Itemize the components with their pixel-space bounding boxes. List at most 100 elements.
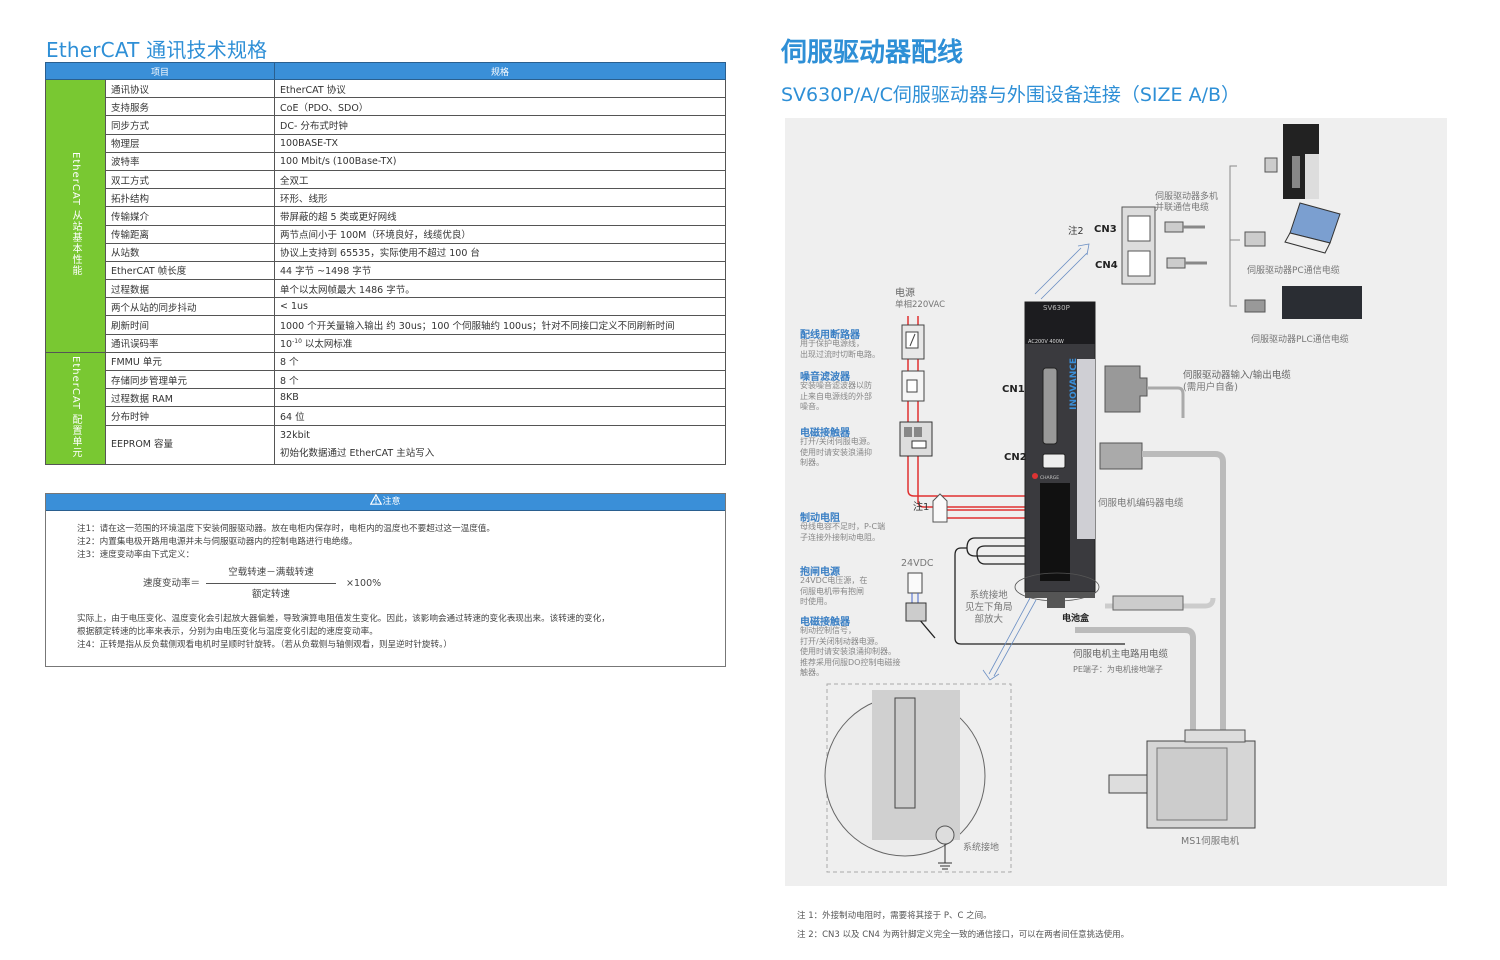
drive-model: SV630P xyxy=(1043,304,1070,312)
contactor-desc: 打开/关闭伺服电源。 使用时请安装浪涌抑 制器。 xyxy=(800,437,875,467)
contactor-title: 电磁接触器 xyxy=(800,428,850,439)
cn2-label: CN2 xyxy=(1004,452,1027,463)
note-4: 注4：正转是指从反负载侧观看电机时呈顺时针旋转。（若从负载侧与轴侧观看，则呈逆时… xyxy=(77,640,452,650)
formula-denominator: 额定转速 xyxy=(252,589,291,600)
spec-value: 100 Mbit/s (100Base-TX) xyxy=(274,151,726,171)
motor-power-cable xyxy=(1075,627,1196,733)
brake-resistor-desc: 母线电容不足时，P-C端 子连接外接制动电阻。 xyxy=(800,522,886,542)
power-spec: 单相220VAC xyxy=(895,300,946,310)
spec-item: 分布时钟 xyxy=(105,406,275,426)
spec-value: < 1us xyxy=(274,297,726,317)
drive-rating: AC200V 400W xyxy=(1028,339,1064,345)
circuit-breaker xyxy=(901,324,925,360)
spec-value: 单个以太网帧最大 1486 字节。 xyxy=(274,279,726,299)
spec-value: 8 个 xyxy=(274,369,726,390)
power-wires xyxy=(907,316,1025,519)
spec-item: FMMU 单元 xyxy=(105,351,275,372)
spec-item: 过程数据 RAM xyxy=(105,388,275,408)
noise-filter xyxy=(901,370,925,402)
brake-contactor-title: 电磁接触器 xyxy=(800,617,850,628)
io-cable-sub: (需用户自备) xyxy=(1183,382,1238,393)
spec-item: 刷新时间 xyxy=(105,315,275,335)
wiring-diagram-graphics xyxy=(824,124,1362,873)
spec-item: 通讯协议 xyxy=(105,78,275,99)
comm-branch xyxy=(1229,165,1240,307)
spec-item: EEPROM 容量 xyxy=(105,424,275,465)
io-cable-label: 伺服驱动器输入/输出电缆 xyxy=(1183,370,1291,381)
main-cable-label: 伺服电机主电路用电缆 xyxy=(1073,649,1169,660)
spec-item: 过程数据 xyxy=(105,279,275,299)
spec-value: 协议上支持到 65535，实际使用不超过 100 台 xyxy=(274,242,726,262)
wiring-subtitle: SV630P/A/C伺服驱动器与外围设备连接（SIZE A/B） xyxy=(781,84,1241,106)
spec-value: EtherCAT 协议 xyxy=(274,78,726,99)
header-item: 项目 xyxy=(45,62,275,80)
wiring-diagram: 电源 单相220VAC 配线用断路器 用于保护电源线， 出现过流时切断电路。 噪… xyxy=(785,118,1447,886)
note-3: 注3：速度变动率由下式定义： xyxy=(77,550,195,560)
plc-cable-label: 伺服驱动器PLC通信电缆 xyxy=(1251,335,1349,345)
notice-box: 注意 注1：请在这一范围的环境温度下安装伺服驱动器。放在电柜内保存时，电柜内的温… xyxy=(45,493,726,667)
table-row: 过程数据单个以太网帧最大 1486 字节。 xyxy=(46,279,726,299)
spec-item: 拓扑结构 xyxy=(105,188,275,208)
spec-value: 带屏蔽的超 5 类或更好网线 xyxy=(274,206,726,226)
spec-item: 波特率 xyxy=(105,151,275,171)
cn1-label: CN1 xyxy=(1002,384,1025,395)
spec-item: EtherCAT 帧长度 xyxy=(105,260,275,281)
breaker-desc: 用于保护电源线， 出现过流时切断电路。 xyxy=(800,339,880,359)
filter-desc: 安装噪音滤波器以防 止来自电源线的外部 噪音。 xyxy=(800,381,872,411)
spec-value-part: 10 xyxy=(280,339,293,351)
brand-logo: INOVANCE xyxy=(1069,358,1079,410)
spec-value: DC- 分布式时钟 xyxy=(274,115,726,135)
table-row: 双工方式全双工 xyxy=(46,169,726,190)
formula-fraction: 空载转速－满载转速 额定转速 xyxy=(206,566,337,601)
table-row: 拓扑结构环形、线形 xyxy=(46,188,726,208)
cn3-label: CN3 xyxy=(1094,224,1117,235)
contactor xyxy=(899,421,933,457)
note-3-para-2: 根据额定转速的比率来表示，分别为由电压变化与温度变化引起的速度变动率。 xyxy=(77,627,378,637)
spec-value: 8KB xyxy=(274,388,726,408)
wiring-title: 伺服驱动器配线 xyxy=(781,38,964,68)
formula-lhs: 速度变动率＝ xyxy=(143,578,201,589)
ground-detail xyxy=(824,683,1012,873)
power-label: 电源 xyxy=(895,288,915,299)
laptop xyxy=(1244,202,1341,254)
formula-multiplier: ×100% xyxy=(346,578,382,589)
speed-variation-formula: 速度变动率＝ 空载转速－满载转速 额定转速 ×100% xyxy=(143,566,725,601)
group-label-text: EtherCAT 从站基本性能 xyxy=(70,152,81,277)
pe-note: PE端子：为电机接地端子 xyxy=(1073,665,1163,674)
brake-power-supply xyxy=(905,572,927,622)
spec-item: 通讯误码率 xyxy=(105,333,275,353)
spec-value: 8 个 xyxy=(274,351,726,372)
note-2: 注2：内置集电极开路用电源并未与伺服驱动器内的控制电路进行电绝缘。 xyxy=(77,537,358,547)
warning-icon xyxy=(370,493,383,505)
brake-resistor xyxy=(932,493,948,523)
spec-item: 同步方式 xyxy=(105,115,275,135)
spec-item: 传输媒介 xyxy=(105,206,275,226)
encoder-cable-label: 伺服电机编码器电缆 xyxy=(1098,498,1184,509)
spec-item: 存储同步管理单元 xyxy=(105,369,275,390)
spec-value: 10-10 以太网标准 xyxy=(274,333,726,353)
spec-value-part: 以太网标准 xyxy=(301,339,353,351)
header-spec: 规格 xyxy=(274,62,726,80)
group-label-text: EtherCAT 配置单元 xyxy=(70,355,81,458)
spec-value: 全双工 xyxy=(274,169,726,190)
formula-numerator: 空载转速－满载转速 xyxy=(206,566,337,584)
spec-item: 支持服务 xyxy=(105,97,275,117)
wiring-footnotes: 注 1：外接制动电阻时，需要将其接于 P、C 之间。 注 2：CN3 以及 CN… xyxy=(797,907,1129,945)
spec-value: 1000 个开关量输入输出 约 30us；100 个伺服轴约 100us；针对不… xyxy=(274,315,726,335)
note-1: 注1：请在这一范围的环境温度下安装伺服驱动器。放在电柜内保存时，电柜内的温度也不… xyxy=(77,524,495,534)
spec-item: 从站数 xyxy=(105,242,275,262)
